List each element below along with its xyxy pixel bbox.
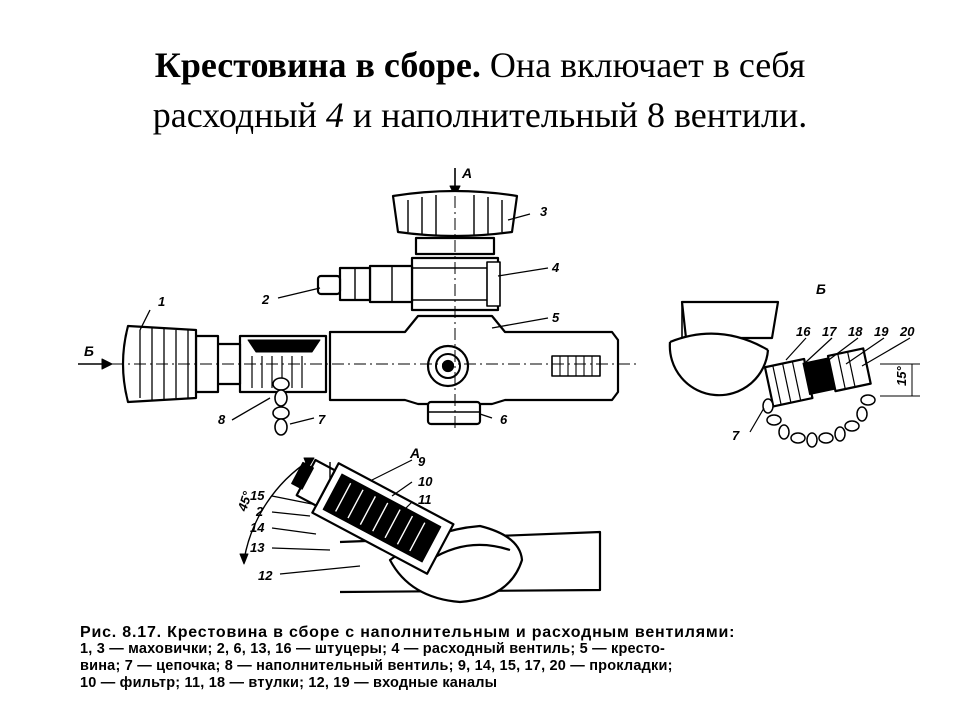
part-label-6: 6 xyxy=(500,412,508,427)
angle-45: 45° xyxy=(234,489,255,514)
view-label-b-left: Б xyxy=(84,343,94,359)
view-label-a-top: А xyxy=(461,165,472,181)
chain-b xyxy=(762,394,876,448)
part-label-16: 16 xyxy=(796,324,811,339)
angle-15: 15° xyxy=(894,366,909,386)
part-label-9: 9 xyxy=(418,454,426,469)
part-label-5: 5 xyxy=(552,310,560,325)
chain-7 xyxy=(272,377,290,436)
part-label-4: 4 xyxy=(551,260,560,275)
title-bold: Крестовина в сборе. xyxy=(154,45,481,85)
title-line-2: расходный 4 и наполнительный 8 вентили. xyxy=(40,90,920,140)
part-label-17: 17 xyxy=(822,324,837,339)
part-label-20: 20 xyxy=(899,324,915,339)
part-label-15: 15 xyxy=(250,488,265,503)
part-label-7: 7 xyxy=(318,412,326,427)
part-label-2-a: 2 xyxy=(255,504,264,519)
view-b xyxy=(668,300,920,448)
part-label-8: 8 xyxy=(218,412,226,427)
part-label-18: 18 xyxy=(848,324,863,339)
part-label-1: 1 xyxy=(158,294,165,309)
fitting-6 xyxy=(426,400,482,426)
figure-caption: Рис. 8.17. Крестовина в сборе с наполнит… xyxy=(80,624,940,692)
part-label-14: 14 xyxy=(250,520,265,535)
view-label-a-view: А xyxy=(409,445,420,461)
part-label-3: 3 xyxy=(540,204,548,219)
part-label-13: 13 xyxy=(250,540,265,555)
part-label-10: 10 xyxy=(418,474,433,489)
part-label-7-b: 7 xyxy=(732,428,740,443)
caption-line-3: вина; 7 — цепочка; 8 — наполнительный ве… xyxy=(80,658,673,674)
caption-line-1: Рис. 8.17. Крестовина в сборе с наполнит… xyxy=(80,624,736,641)
title-italic-num: 4 xyxy=(325,95,344,135)
fitting-2 xyxy=(316,264,414,304)
crosspiece-5 xyxy=(328,314,620,406)
caption-line-2: 1, 3 — маховички; 2, 6, 13, 16 — штуцеры… xyxy=(80,641,666,657)
part-label-11: 11 xyxy=(418,492,432,507)
title-part2: расходный xyxy=(152,95,326,135)
part-label-2: 2 xyxy=(261,292,270,307)
slide-title: Крестовина в сборе. Она включает в себя … xyxy=(40,40,920,140)
title-part3: и наполнительный 8 вентили. xyxy=(343,95,808,135)
part-label-19: 19 xyxy=(874,324,889,339)
view-a xyxy=(239,457,602,604)
view-label-b-view: Б xyxy=(816,281,826,297)
caption-line-4: 10 — фильтр; 11, 18 — втулки; 12, 19 — в… xyxy=(80,675,498,691)
part-label-12: 12 xyxy=(258,568,273,583)
main-assembly-view xyxy=(78,168,640,436)
title-line-1: Крестовина в сборе. Она включает в себя xyxy=(40,40,920,90)
title-part1: Она включает в себя xyxy=(480,45,806,85)
